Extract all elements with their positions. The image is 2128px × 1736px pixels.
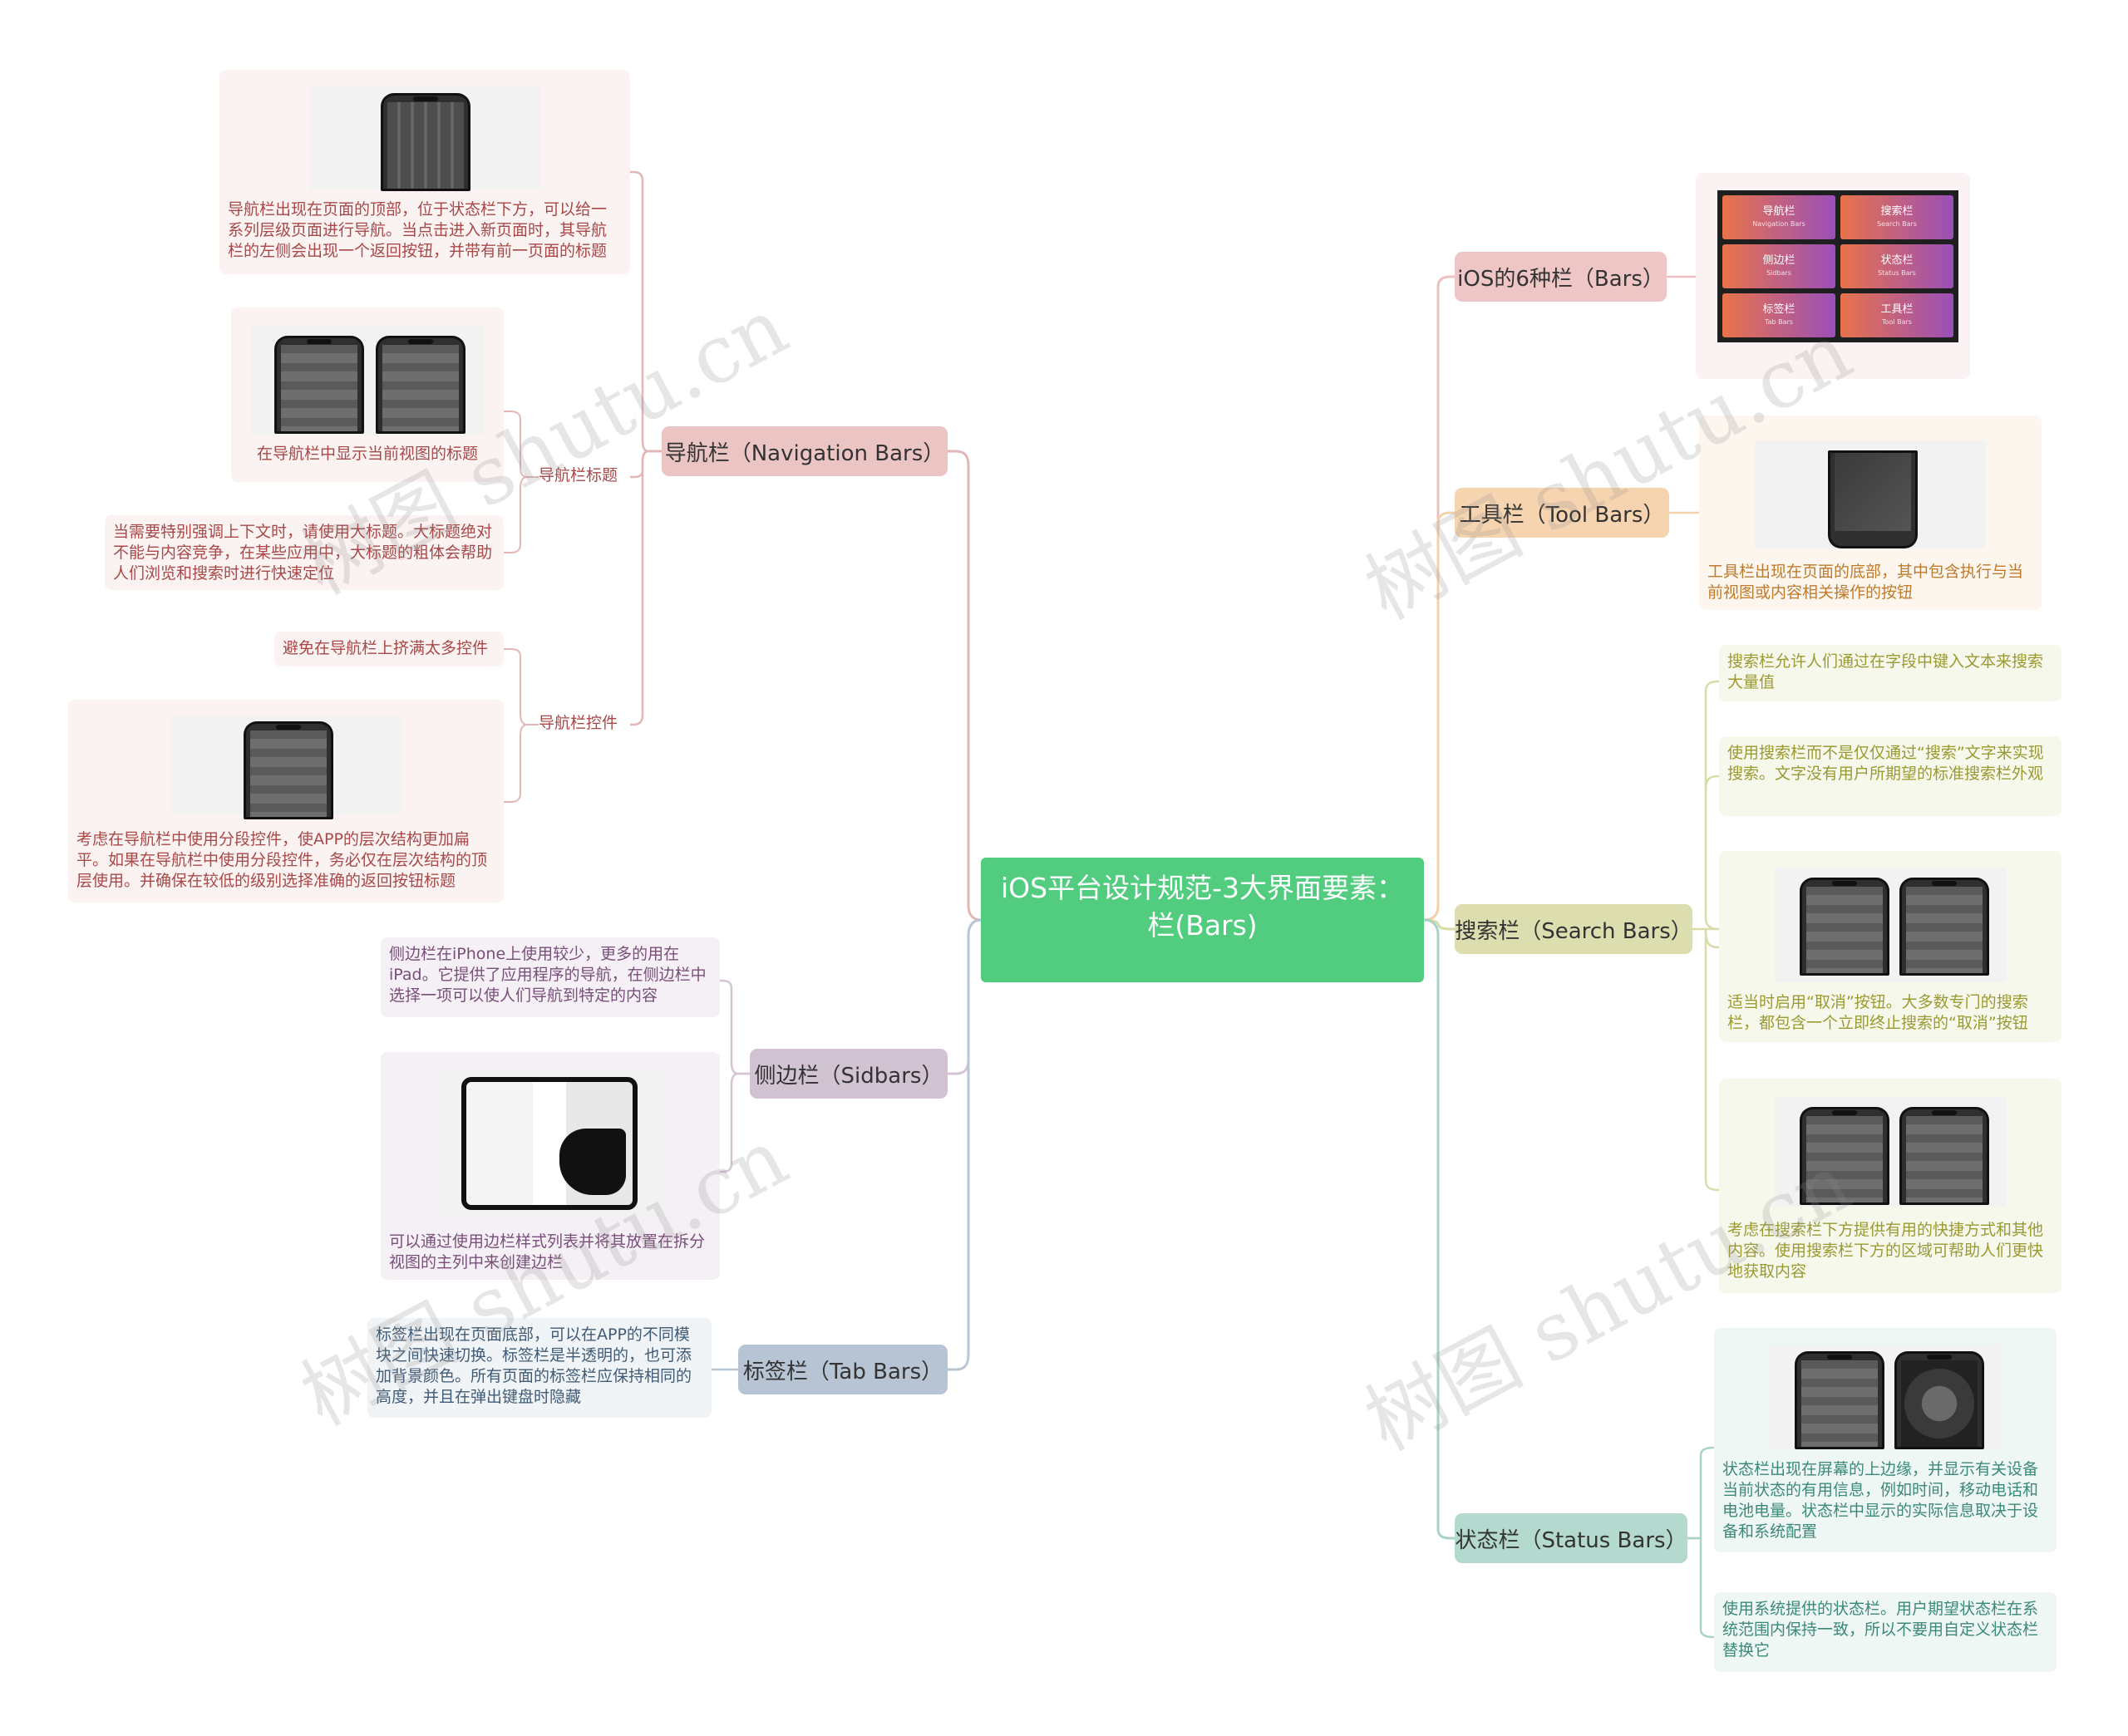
nav-control-card2[interactable]: 考虑在导航栏中使用分段控件，使APP的层次结构更加扁平。如果在导航栏中使用分段控… [68,700,504,902]
nav-control-card1[interactable]: 避免在导航栏上挤满太多控件 [274,632,504,666]
tool-screenshot [1755,440,1986,548]
phone-image [1800,878,1889,976]
nav-title-card2-text: 当需要特别强调上下文时，请使用大标题。大标题绝对不能与内容竞争，在某些应用中，大… [113,523,493,583]
tab-card1-text: 标签栏出现在页面底部，可以在APP的不同模块之间快速切换。标签栏是半透明的，也可… [376,1325,692,1406]
nav-segmented-screenshot [170,716,401,819]
tool-card1-text: 工具栏出现在页面的底部，其中包含执行与当前视图或内容相关操作的按钮 [1707,563,2024,602]
status-card1[interactable]: 状态栏出现在屏幕的上边缘，并显示有关设备当前状态的有用信息，例如时间，移动电话和… [1714,1328,2057,1552]
connector-root-status [1423,918,1455,1540]
tool-topic-label: 工具栏（Tool Bars） [1459,502,1665,528]
search-card2-text: 使用搜索栏而不是仅仅通过“搜索”文字来实现搜索。文字没有用户所期望的标准搜索栏外… [1727,744,2044,783]
status-topic-label: 状态栏（Status Bars） [1455,1527,1687,1553]
nav-control-card2-text: 考虑在导航栏中使用分段控件，使APP的层次结构更加扁平。如果在导航栏中使用分段控… [76,830,488,890]
connector-control-card2 [504,724,539,803]
connector-search-card2 [1704,775,1720,790]
ipad-photo [559,1129,626,1195]
connector-control-card1 [504,648,539,725]
connector-search-card3 [1704,928,1720,949]
status-card1-text: 状态栏出现在屏幕的上边缘，并显示有关设备当前状态的有用信息，例如时间，移动电话和… [1722,1460,2039,1541]
tab-topic-label: 标签栏（Tab Bars） [742,1359,943,1384]
status-card2-text: 使用系统提供的状态栏。用户期望状态栏在系统范围内保持一致，所以不要用自定义状态栏… [1722,1600,2039,1660]
status-card2[interactable]: 使用系统提供的状态栏。用户期望状态栏在系统范围内保持一致，所以不要用自定义状态栏… [1714,1592,2057,1672]
connector-search-card1 [1692,680,1720,931]
phone-image [274,336,364,434]
connector-root-side [948,918,982,1075]
connector-root-tab [948,918,982,1371]
bars-topic-label: iOS的6种栏（Bars） [1457,266,1664,292]
phone-image [1899,1107,1989,1205]
nav-title-label[interactable]: 导航栏标题 [539,465,618,485]
nav-calendar-screenshot [309,86,540,191]
phone-image [381,93,470,191]
side-card1[interactable]: 侧边栏在iPhone上使用较少，更多的用在iPad。它提供了应用程序的导航，在侧… [381,937,720,1017]
tab-card1[interactable]: 标签栏出现在页面底部，可以在APP的不同模块之间快速切换。标签栏是半透明的，也可… [367,1318,712,1418]
status-screenshot [1770,1345,2001,1449]
nav-title-card1[interactable]: 在导航栏中显示当前视图的标题 [231,307,504,482]
side-card2[interactable]: 可以通过使用边栏样式列表并将其放置在拆分视图的主列中来创建边栏 [381,1052,720,1280]
root-title: iOS平台设计规范-3大界面要素：栏(Bars) [1001,872,1404,942]
nav-desc-text: 导航栏出现在页面的顶部，位于状态栏下方，可以给一系列层级页面进行导航。当点击进入… [228,200,608,260]
search-card4[interactable]: 考虑在搜索栏下方提供有用的快捷方式和其他内容。使用搜索栏下方的区域可帮助人们更快… [1719,1079,2062,1293]
nav-control-label-text: 导航栏控件 [539,714,618,732]
connector-status-card2 [1687,1537,1715,1639]
side-ipad-screenshot [435,1070,666,1215]
side-topic[interactable]: 侧边栏（Sidbars） [750,1049,948,1099]
phone-image [1894,1351,1984,1449]
connector-side-card2 [720,1072,750,1173]
phone-image [1828,450,1918,548]
root-topic[interactable]: iOS平台设计规范-3大界面要素：栏(Bars) [981,858,1424,982]
connector-nav-main [630,170,662,453]
search-topic-label: 搜索栏（Search Bars） [1455,918,1692,944]
connector-root-tool [1423,511,1455,922]
connector-search-card4 [1704,929,1720,1192]
nav-topic-label: 导航栏（Navigation Bars） [664,440,945,466]
phone-image [376,336,466,434]
phone-image [1800,1107,1889,1205]
search-card1-text: 搜索栏允许人们通过在字段中键入文本来搜索大量值 [1727,652,2044,691]
connector-status-card1 [1687,1446,1715,1540]
tool-card1[interactable]: 工具栏出现在页面的底部，其中包含执行与当前视图或内容相关操作的按钮 [1699,416,2042,610]
side-topic-label: 侧边栏（Sidbars） [754,1063,943,1089]
connector-title-card1 [504,411,539,478]
search-card3-text: 适当时启用“取消”按钮。大多数专门的搜索栏，都包含一个立即终止搜索的“取消”按钮 [1727,993,2028,1032]
search-card3[interactable]: 适当时启用“取消”按钮。大多数专门的搜索栏，都包含一个立即终止搜索的“取消”按钮 [1719,851,2062,1042]
nav-title-card1-text: 在导航栏中显示当前视图的标题 [256,445,478,463]
bars-topic[interactable]: iOS的6种栏（Bars） [1455,252,1667,302]
connector-side-card1 [720,979,750,1075]
search-card1[interactable]: 搜索栏允许人们通过在字段中键入文本来搜索大量值 [1719,645,2062,701]
nav-title-label-text: 导航栏标题 [539,466,618,484]
nav-control-label[interactable]: 导航栏控件 [539,713,618,733]
nav-control-card1-text: 避免在导航栏上挤满太多控件 [283,639,489,657]
search-card2[interactable]: 使用搜索栏而不是仅仅通过“搜索”文字来实现搜索。文字没有用户所期望的标准搜索栏外… [1719,736,2062,816]
nav-topic[interactable]: 导航栏（Navigation Bars） [662,426,948,476]
phone-image [244,721,333,819]
phone-image [1795,1351,1884,1449]
tool-topic[interactable]: 工具栏（Tool Bars） [1455,488,1669,538]
nav-title-card2[interactable]: 当需要特别强调上下文时，请使用大标题。大标题绝对不能与内容竞争，在某些应用中，大… [105,515,504,590]
status-topic[interactable]: 状态栏（Status Bars） [1455,1513,1687,1563]
connector-root-nav [948,450,982,922]
connector-nav-control [630,450,662,726]
connector-title-card2 [504,476,539,553]
tab-topic[interactable]: 标签栏（Tab Bars） [738,1345,948,1394]
search-card4-text: 考虑在搜索栏下方提供有用的快捷方式和其他内容。使用搜索栏下方的区域可帮助人们更快… [1727,1221,2044,1281]
phone-image [1899,878,1989,976]
nav-desc-card[interactable]: 导航栏出现在页面的顶部，位于状态栏下方，可以给一系列层级页面进行导航。当点击进入… [219,70,630,274]
side-card2-text: 可以通过使用边栏样式列表并将其放置在拆分视图的主列中来创建边栏 [389,1232,706,1271]
nav-inbox-screenshot [251,326,484,435]
side-card1-text: 侧边栏在iPhone上使用较少，更多的用在iPad。它提供了应用程序的导航，在侧… [389,945,707,1005]
search-topic[interactable]: 搜索栏（Search Bars） [1455,904,1692,954]
search-cancel-screenshot [1775,868,2006,982]
search-shortcut-screenshot [1775,1097,2006,1207]
